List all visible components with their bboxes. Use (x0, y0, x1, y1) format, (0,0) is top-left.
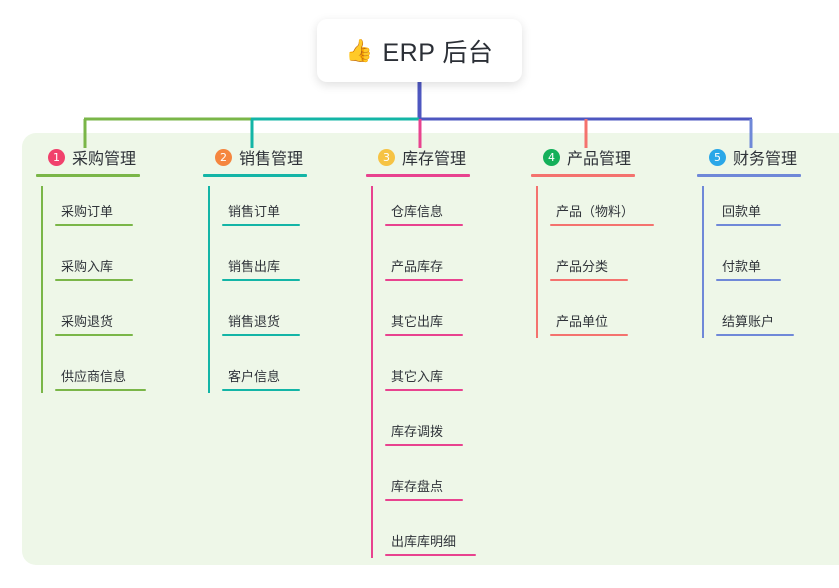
leaf-rule (716, 334, 794, 336)
column-badge-3: 3 (378, 148, 395, 166)
leaf-item[interactable]: 仓库信息 (371, 201, 463, 226)
column-销售管理: 2 销售管理销售订单销售出库销售退货客户信息 (203, 145, 307, 391)
leaf-item[interactable]: 产品库存 (371, 256, 463, 281)
column-header-1[interactable]: 1 采购管理 (36, 145, 140, 169)
leaf-label: 产品分类 (556, 259, 609, 274)
leaf-label: 采购订单 (61, 204, 114, 219)
leaf-rule (385, 444, 463, 446)
leaf-label: 采购退货 (61, 314, 114, 329)
column-header-3[interactable]: 3 库存管理 (366, 145, 470, 169)
column-title: 产品管理 (567, 151, 632, 168)
column-title: 销售管理 (239, 151, 304, 168)
leaf-item[interactable]: 客户信息 (208, 366, 300, 391)
column-header-2[interactable]: 2 销售管理 (203, 145, 307, 169)
leaf-rule (716, 224, 781, 226)
leaf-item[interactable]: 销售出库 (208, 256, 300, 281)
column-header-5[interactable]: 5 财务管理 (697, 145, 801, 169)
column-采购管理: 1 采购管理采购订单采购入库采购退货供应商信息 (36, 145, 146, 391)
leaf-rule (385, 279, 463, 281)
column-财务管理: 5 财务管理回款单付款单结算账户 (697, 145, 801, 336)
leaf-item[interactable]: 出库库明细 (371, 531, 476, 556)
column-title: 采购管理 (72, 151, 137, 168)
leaf-rule (550, 224, 654, 226)
column-badge-4: 4 (543, 148, 560, 166)
leaf-item[interactable]: 产品（物料） (536, 201, 654, 226)
leaf-label: 库存盘点 (391, 479, 444, 494)
column-title: 财务管理 (733, 151, 798, 168)
leaf-item[interactable]: 产品单位 (536, 311, 628, 336)
column-header-rule (366, 174, 470, 177)
leaf-label: 采购入库 (61, 259, 114, 274)
leaf-rule (55, 279, 133, 281)
leaf-label: 付款单 (722, 259, 762, 274)
column-badge-5: 5 (709, 148, 726, 166)
thumbs-up-icon: 👍 (345, 37, 374, 63)
leaf-label: 回款单 (722, 204, 762, 219)
leaf-rule (55, 334, 133, 336)
leaf-rule (385, 224, 463, 226)
leaf-item[interactable]: 供应商信息 (41, 366, 146, 391)
leaf-label: 客户信息 (228, 369, 281, 384)
leaf-item[interactable]: 其它入库 (371, 366, 463, 391)
leaf-item[interactable]: 销售订单 (208, 201, 300, 226)
leaf-rule (222, 224, 300, 226)
leaf-rule (550, 334, 628, 336)
leaf-item[interactable]: 结算账户 (702, 311, 794, 336)
column-badge-1: 1 (48, 148, 65, 166)
leaf-rule (55, 224, 133, 226)
leaf-label: 其它出库 (391, 314, 444, 329)
leaf-rule (222, 279, 300, 281)
leaf-item[interactable]: 产品分类 (536, 256, 628, 281)
column-badge-2: 2 (215, 148, 232, 166)
leaf-item[interactable]: 采购订单 (41, 201, 133, 226)
leaf-item[interactable]: 付款单 (702, 256, 781, 281)
leaf-rule (385, 554, 476, 556)
leaf-item[interactable]: 销售退货 (208, 311, 300, 336)
leaf-label: 产品单位 (556, 314, 609, 329)
leaf-rule (385, 499, 463, 501)
root-title: 👍 ERP 后台 (346, 33, 494, 69)
leaf-label: 出库库明细 (391, 534, 457, 549)
leaf-rule (385, 389, 463, 391)
column-header-rule (203, 174, 307, 177)
column-产品管理: 4 产品管理产品（物料） 产品分类产品单位 (531, 145, 654, 336)
column-header-rule (531, 174, 635, 177)
leaf-item[interactable]: 采购入库 (41, 256, 133, 281)
root-node[interactable]: 👍 ERP 后台 (317, 19, 522, 82)
leaf-label: 供应商信息 (61, 369, 127, 384)
leaf-item[interactable]: 采购退货 (41, 311, 133, 336)
leaf-label: 产品库存 (391, 259, 444, 274)
leaf-rule (550, 279, 628, 281)
leaf-item[interactable]: 其它出库 (371, 311, 463, 336)
column-header-rule (697, 174, 801, 177)
leaf-label: 库存调拨 (391, 424, 444, 439)
leaf-item[interactable]: 回款单 (702, 201, 781, 226)
column-header-rule (36, 174, 140, 177)
leaf-label: 销售订单 (228, 204, 281, 219)
column-header-4[interactable]: 4 产品管理 (531, 145, 635, 169)
leaf-label: 其它入库 (391, 369, 444, 384)
leaf-label: 销售出库 (228, 259, 281, 274)
leaf-label: 产品（物料） (556, 204, 635, 219)
leaf-rule (222, 389, 300, 391)
leaf-rule (55, 389, 146, 391)
column-库存管理: 3 库存管理仓库信息产品库存其它出库其它入库库存调拨库存盘点出库库明细 (366, 145, 476, 556)
leaf-label: 销售退货 (228, 314, 281, 329)
root-title-text: ERP 后台 (382, 38, 494, 67)
leaf-rule (716, 279, 781, 281)
leaf-rule (222, 334, 300, 336)
leaf-rule (385, 334, 463, 336)
leaf-item[interactable]: 库存盘点 (371, 476, 463, 501)
column-title: 库存管理 (402, 151, 467, 168)
leaf-label: 结算账户 (722, 314, 775, 329)
leaf-item[interactable]: 库存调拨 (371, 421, 463, 446)
leaf-label: 仓库信息 (391, 204, 444, 219)
